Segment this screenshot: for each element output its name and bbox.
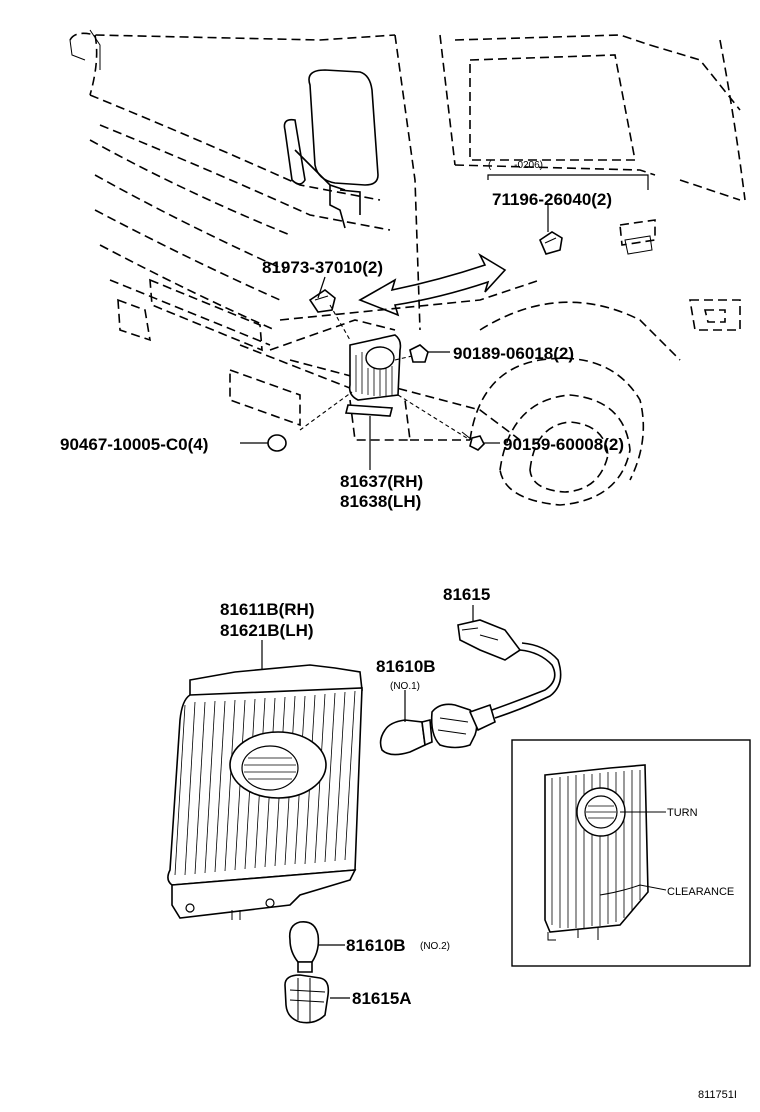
inset-detail-box xyxy=(511,739,751,967)
indicator-lamp-large xyxy=(167,664,363,920)
clip-icon xyxy=(308,289,336,313)
date-range-note: ( -0206) xyxy=(488,160,543,171)
part-label-81973: 81973-37010(2) xyxy=(262,258,383,277)
screw-icon-90159 xyxy=(461,431,485,451)
bulb-no2-note: (NO.2) xyxy=(420,941,450,952)
direction-arrow-icon xyxy=(358,252,507,317)
bulb-icon-no2 xyxy=(288,920,320,973)
socket-icon-81615a xyxy=(284,974,330,1024)
part-label-81610b-no2: 81610B xyxy=(346,936,406,955)
inset-label-turn: TURN xyxy=(667,807,698,819)
inset-label-clearance: CLEARANCE xyxy=(667,886,734,898)
part-label-90159: 90159-60008(2) xyxy=(503,435,624,454)
part-label-81611b: 81611B(RH) xyxy=(220,600,315,619)
part-label-90467: 90467-10005-C0(4) xyxy=(60,435,208,454)
truck-cab-outline xyxy=(69,32,746,506)
bulb-no1-note: (NO.1) xyxy=(390,681,420,692)
part-label-81637: 81637(RH) xyxy=(340,472,423,491)
part-label-81638: 81638(LH) xyxy=(340,492,421,511)
clip-icon-door xyxy=(539,231,563,255)
part-label-81621b: 81621B(LH) xyxy=(220,621,314,640)
mirror-icon xyxy=(69,29,379,229)
part-label-90189: 90189-06018(2) xyxy=(453,344,574,363)
screw-icon-90189 xyxy=(409,344,429,363)
lens-hatch xyxy=(174,690,356,876)
figure-id: 811751I xyxy=(698,1089,737,1101)
part-label-81615: 81615 xyxy=(443,585,490,604)
grommet-icon xyxy=(267,434,287,452)
bulb-icon-no1 xyxy=(379,718,433,756)
part-label-81610b-no1: 81610B xyxy=(376,657,436,676)
part-label-71196: 71196-26040(2) xyxy=(492,190,612,209)
socket-icon xyxy=(430,619,562,749)
indicator-lamp-small xyxy=(344,334,402,417)
part-label-81615a: 81615A xyxy=(352,989,412,1008)
